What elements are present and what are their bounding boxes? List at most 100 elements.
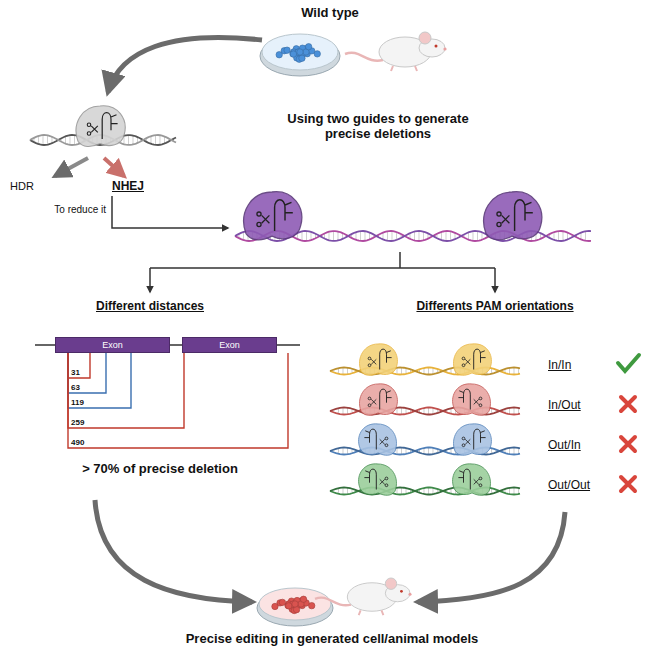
dna-strand	[330, 488, 520, 495]
base-pair	[151, 136, 152, 144]
mouse-nose	[443, 47, 446, 50]
scissors-ring	[87, 123, 91, 127]
base-pair	[302, 231, 303, 240]
dna-strand	[330, 448, 520, 455]
pathway-label: HDR	[10, 180, 34, 193]
arrow-note: To reduce it	[54, 204, 106, 216]
base-pair	[43, 135, 44, 145]
hdr-arrow	[55, 158, 88, 176]
scissors-ring	[257, 222, 261, 226]
distance-bracket	[68, 353, 288, 448]
cas9-protein	[359, 464, 397, 495]
scissors-ring	[479, 404, 482, 407]
cross-mark	[621, 397, 635, 411]
cell	[284, 47, 290, 53]
guide-rna	[458, 469, 470, 489]
exon-label: Exon	[102, 340, 123, 350]
cas9-protein	[76, 106, 125, 147]
scissors-ring	[497, 212, 501, 216]
guide-rna	[380, 389, 392, 409]
scissors	[465, 359, 470, 364]
panel-heading: Using two guides to generate precise del…	[278, 112, 478, 142]
scissors	[371, 359, 376, 364]
guide-rna	[380, 349, 392, 369]
base-pair	[514, 368, 515, 375]
cas9-protein	[244, 192, 302, 240]
scissors	[465, 439, 470, 444]
scissors	[371, 399, 376, 404]
dna-strand	[330, 368, 520, 375]
distance-number: 259	[71, 418, 84, 427]
scissors	[91, 126, 98, 133]
base-pair	[419, 231, 420, 241]
mouse	[315, 578, 412, 615]
split-bracket	[150, 252, 495, 268]
panel-heading: Precise editing in generated cell/animal…	[186, 632, 479, 647]
base-pair	[365, 231, 366, 241]
cell	[300, 596, 306, 602]
distance-number: 31	[71, 368, 80, 377]
scissors-ring	[479, 477, 482, 480]
base-pair	[338, 231, 339, 240]
cross-mark	[621, 437, 635, 451]
dna-helix	[330, 488, 520, 495]
base-pair	[347, 368, 348, 375]
base-pair	[306, 231, 307, 241]
base-pair	[401, 368, 402, 375]
distance-number: 63	[71, 383, 80, 392]
base-pair	[128, 135, 129, 145]
cell	[290, 51, 296, 57]
dna-helix	[330, 408, 520, 415]
base-pair	[343, 368, 344, 375]
base-pair	[554, 232, 555, 240]
base-pair	[514, 408, 515, 415]
cas9-protein	[454, 424, 492, 455]
cas9-complex	[454, 424, 492, 455]
cas9-complex	[453, 384, 491, 415]
exon-label: Exon	[219, 340, 240, 350]
pathway-label: NHEJ	[112, 180, 144, 194]
base-pair	[133, 135, 134, 144]
scissors-ring	[385, 444, 388, 447]
dna-strand	[330, 368, 520, 375]
base-pair	[473, 231, 474, 241]
scissors-ring	[479, 484, 482, 487]
split-arrow	[494, 268, 496, 292]
scissors-ring	[462, 357, 465, 360]
reduce-line	[112, 196, 228, 228]
base-pair	[563, 231, 564, 241]
cas9-complex	[76, 106, 125, 147]
scissors-ring	[368, 397, 371, 400]
scissors	[474, 479, 479, 484]
cell	[299, 55, 305, 61]
dna-strand	[330, 408, 520, 415]
base-pair	[74, 135, 75, 145]
distance-bracket	[68, 353, 131, 408]
guide-rna	[364, 429, 376, 449]
base-pair	[396, 232, 397, 240]
mouse-eye	[435, 45, 438, 48]
scissors-ring	[462, 437, 465, 440]
distance-bracket	[68, 353, 184, 428]
distance-number: 490	[71, 438, 84, 447]
panel-heading: Wild type	[301, 6, 359, 21]
mouse-feet	[391, 66, 417, 71]
scissors-ring	[385, 484, 388, 487]
cas9-complex	[359, 424, 397, 455]
mouse-eye	[400, 590, 403, 593]
base-pair	[155, 135, 156, 145]
curved-arrow	[95, 500, 252, 602]
cas9-protein	[360, 344, 398, 375]
base-pair	[347, 448, 348, 455]
split-arrow	[149, 268, 151, 292]
dna-strand	[330, 488, 520, 495]
base-pair	[392, 231, 393, 241]
base-pair	[347, 488, 348, 495]
exon-box: Exon	[182, 337, 277, 353]
scissors-ring	[479, 397, 482, 400]
guide-rna	[364, 469, 376, 489]
base-pair	[329, 232, 330, 241]
cas9-complex	[360, 344, 398, 375]
orientation-label: Out/Out	[548, 479, 590, 493]
